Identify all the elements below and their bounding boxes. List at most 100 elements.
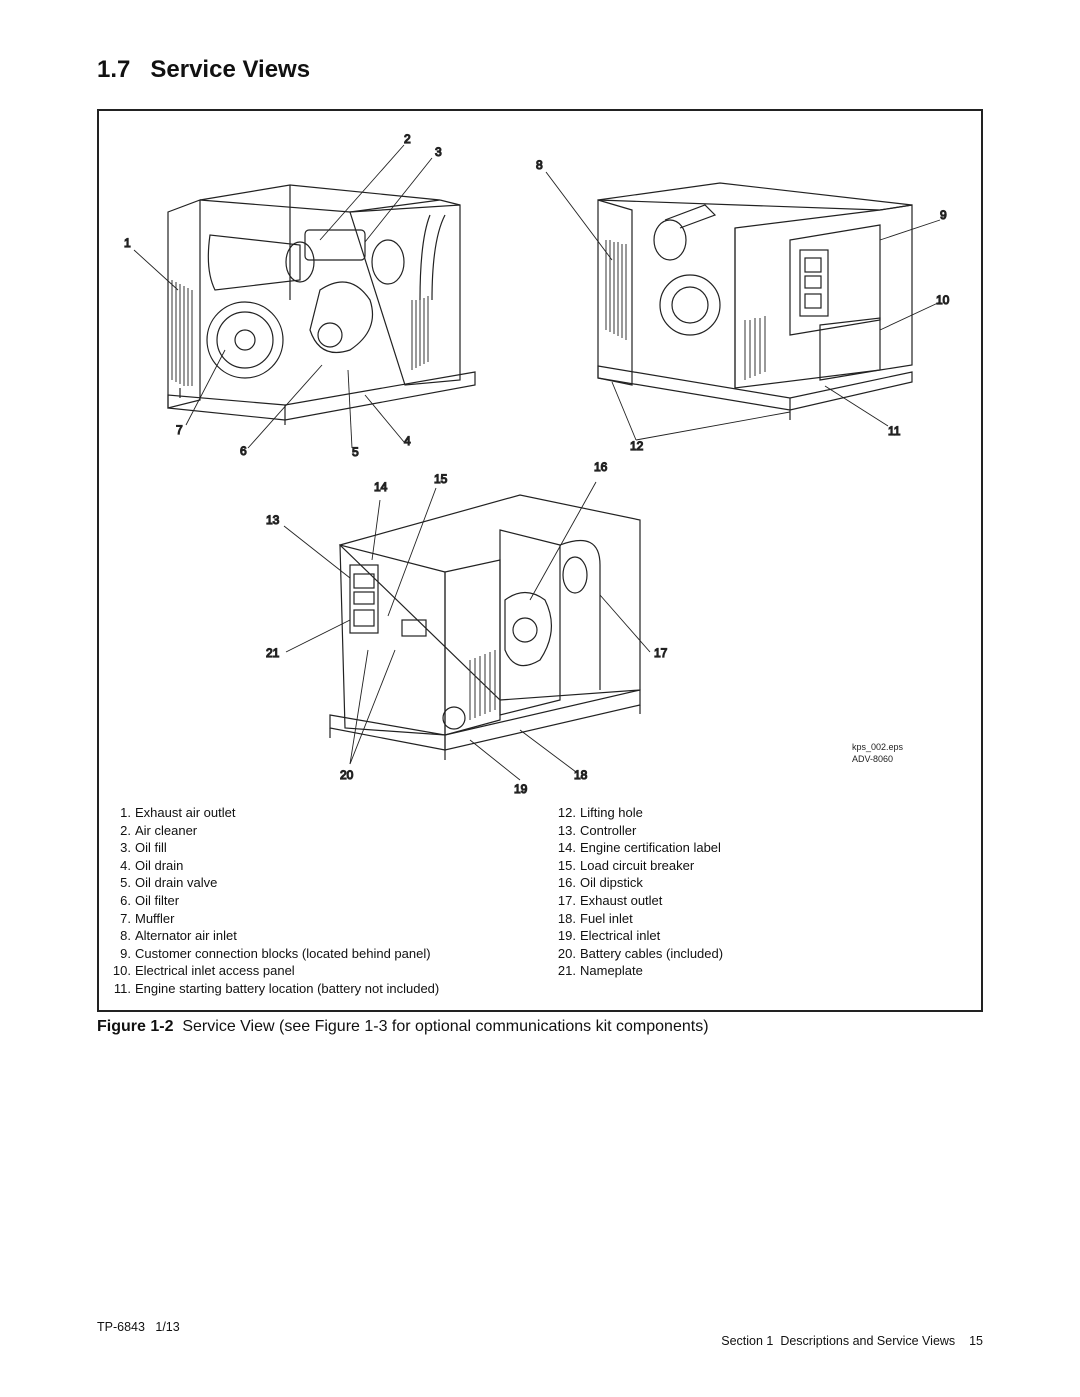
callout-8: 8 bbox=[536, 158, 543, 172]
callout-9: 9 bbox=[940, 208, 947, 222]
section-number: 1.7 bbox=[97, 56, 131, 83]
figure-label: Figure 1-2 bbox=[97, 1018, 174, 1035]
figure-frame bbox=[97, 109, 983, 1012]
legend-number: 7. bbox=[120, 910, 131, 926]
legend-text: Electrical inlet bbox=[580, 928, 661, 944]
callout-10: 10 bbox=[936, 293, 950, 307]
legend-item: 19.Electrical inlet bbox=[540, 927, 723, 945]
legend-text: Oil filter bbox=[135, 892, 180, 908]
callout-11: 11 bbox=[888, 424, 901, 438]
legend-text: Controller bbox=[580, 822, 637, 838]
legend-number: 17. bbox=[557, 892, 576, 908]
legend-item: 7.Muffler bbox=[110, 910, 439, 928]
legend-item: 17.Exhaust outlet bbox=[540, 892, 723, 910]
legend-text: Oil dipstick bbox=[580, 875, 643, 891]
callout-17: 17 bbox=[654, 646, 668, 660]
legend-number: 9. bbox=[120, 945, 131, 961]
generator-view-left bbox=[167, 184, 476, 425]
source-file-id: ADV-8060 bbox=[852, 754, 894, 764]
legend-item: 16.Oil dipstick bbox=[540, 874, 723, 892]
legend-item: 8.Alternator air inlet bbox=[110, 927, 439, 945]
legend-text: Engine starting battery location (batter… bbox=[135, 980, 440, 996]
legend-item: 11.Engine starting battery location (bat… bbox=[110, 980, 439, 998]
legend-number: 10. bbox=[112, 963, 131, 979]
legend-number: 21. bbox=[557, 963, 576, 979]
legend-number: 16. bbox=[557, 875, 576, 891]
legend-item: 20.Battery cables (included) bbox=[540, 945, 723, 963]
callout-14: 14 bbox=[374, 480, 388, 494]
callout-20: 20 bbox=[340, 768, 354, 782]
callout-21: 21 bbox=[266, 646, 280, 660]
figure-caption: Figure 1-2 Service View (see Figure 1-3 … bbox=[97, 1018, 709, 1036]
section-title: Service Views bbox=[150, 56, 311, 83]
legend-number: 19. bbox=[557, 928, 576, 944]
legend-item: 14.Engine certification label bbox=[540, 839, 723, 857]
legend-text: Engine certification label bbox=[580, 840, 721, 856]
legend-text: Battery cables (included) bbox=[580, 945, 724, 961]
legend-text: Oil drain bbox=[135, 857, 184, 873]
callout-12: 12 bbox=[630, 439, 644, 453]
source-file-labels: kps_002.eps ADV-8060 bbox=[852, 741, 903, 765]
legend-number: 1. bbox=[120, 805, 131, 820]
callout-numbers: 1 2 3 4 5 6 7 8 9 10 11 12 13 14 15 16 1… bbox=[123, 131, 950, 796]
legend-number: 18. bbox=[557, 910, 576, 926]
legend-text: Lifting hole bbox=[580, 805, 643, 820]
callout-2: 2 bbox=[404, 132, 411, 146]
legend-text: Exhaust air outlet bbox=[135, 805, 236, 820]
legend-number: 4. bbox=[120, 857, 131, 873]
legend-left: 1. Exhaust air outlet 2.Air cleaner 3.Oil… bbox=[110, 804, 439, 998]
callout-16: 16 bbox=[594, 460, 608, 474]
callout-15: 15 bbox=[434, 472, 448, 486]
page-number: 15 bbox=[969, 1334, 983, 1348]
legend-number: 8. bbox=[120, 928, 131, 944]
callout-4: 4 bbox=[404, 434, 411, 448]
legend-item: 6.Oil filter bbox=[110, 892, 439, 910]
callout-18: 18 bbox=[574, 768, 588, 782]
figure-caption-text: Service View (see Figure 1-3 for optiona… bbox=[182, 1018, 709, 1035]
legend-item: 4.Oil drain bbox=[110, 857, 439, 875]
legend-text: Electrical inlet access panel bbox=[135, 963, 295, 979]
generator-view-right bbox=[597, 182, 913, 420]
legend-item: 21.Nameplate bbox=[540, 962, 723, 980]
legend-text: Muffler bbox=[135, 910, 175, 926]
legend-item: 2.Air cleaner bbox=[110, 822, 439, 840]
legend-right: 12. Lifting hole 13.Controller 14.Engine … bbox=[540, 804, 723, 980]
footer-section-page: Section 1 Descriptions and Service Views… bbox=[714, 1320, 983, 1348]
legend-number: 5. bbox=[120, 875, 131, 891]
footer-section: Section 1 Descriptions and Service Views bbox=[721, 1334, 956, 1348]
callout-7: 7 bbox=[176, 423, 183, 437]
legend-text: Alternator air inlet bbox=[135, 928, 237, 944]
legend-item: 10.Electrical inlet access panel bbox=[110, 962, 439, 980]
legend-text: Oil drain valve bbox=[135, 875, 218, 891]
legend-number: 15. bbox=[557, 857, 576, 873]
callout-19: 19 bbox=[514, 782, 528, 796]
legend-item: 3.Oil fill bbox=[110, 839, 439, 857]
legend-item: 9.Customer connection blocks (located be… bbox=[110, 945, 439, 963]
legend-number: 2. bbox=[120, 822, 131, 838]
callout-6: 6 bbox=[240, 444, 247, 458]
generator-view-front bbox=[329, 494, 641, 760]
source-file-name: kps_002.eps bbox=[852, 742, 904, 752]
callout-3: 3 bbox=[435, 145, 442, 159]
legend-number: 11. bbox=[113, 980, 131, 996]
legend-text: Nameplate bbox=[580, 963, 643, 979]
legend-item: 13.Controller bbox=[540, 822, 723, 840]
callout-1: 1 bbox=[124, 236, 131, 250]
legend-text: Customer connection blocks (located behi… bbox=[135, 945, 431, 961]
legend-number: 20. bbox=[557, 945, 576, 961]
footer-doc-id: TP-6843 1/13 bbox=[97, 1320, 180, 1334]
callout-5: 5 bbox=[352, 445, 359, 459]
legend-item: 15.Load circuit breaker bbox=[540, 857, 723, 875]
legend-text: Load circuit breaker bbox=[580, 857, 695, 873]
legend-text: Oil fill bbox=[135, 840, 167, 856]
legend-text: Exhaust outlet bbox=[580, 892, 663, 908]
legend-item: 1. Exhaust air outlet bbox=[110, 804, 439, 822]
legend-item: 18.Fuel inlet bbox=[540, 910, 723, 928]
callout-13: 13 bbox=[266, 513, 280, 527]
callout-leaders bbox=[133, 144, 941, 781]
legend-item: 12. Lifting hole bbox=[540, 804, 723, 822]
section-heading: 1.7 Service Views bbox=[97, 56, 310, 84]
legend-text: Fuel inlet bbox=[580, 910, 633, 926]
legend-number: 12. bbox=[557, 805, 576, 820]
